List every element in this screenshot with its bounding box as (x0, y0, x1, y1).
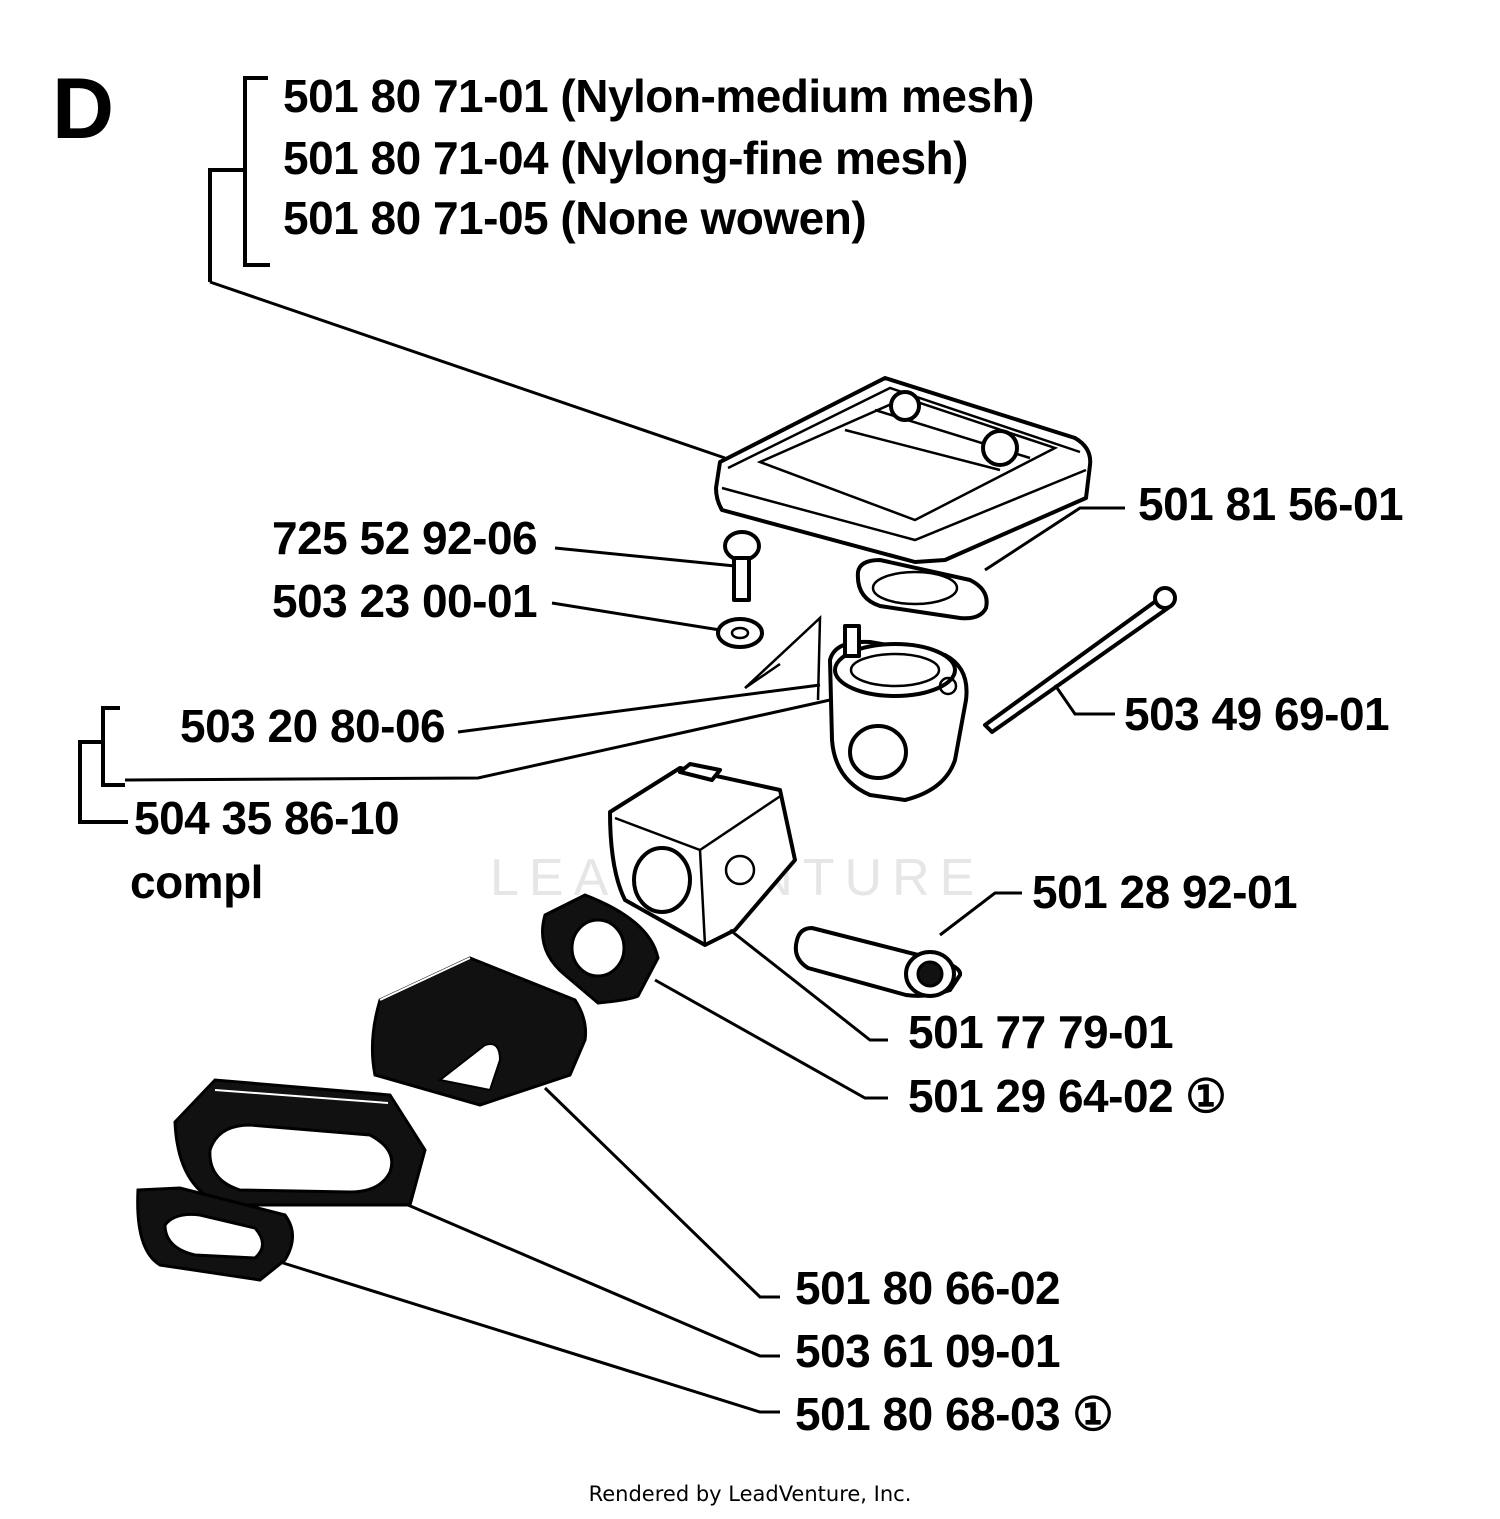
label-intake: 503 61 09-01 (795, 1325, 1060, 1377)
air-filter-part (714, 376, 1093, 564)
pin-part (983, 586, 1177, 734)
label-carburetor: 501 77 79-01 (908, 1006, 1173, 1058)
filter-group-stem (208, 168, 245, 282)
intake-leader-line (407, 1203, 780, 1358)
screw-leader-line (554, 546, 736, 568)
kit-bracket-stem (78, 740, 128, 824)
kit-leader-line (124, 698, 831, 782)
bottom-gasket-part (136, 1186, 294, 1282)
gasket-b-leader-line (279, 1260, 780, 1414)
label-filter-01: 501 80 71-01 (Nylon-medium mesh) (283, 70, 1034, 122)
spring-bracket-part (744, 615, 822, 701)
adapter-part (828, 624, 969, 802)
gasket-part (541, 893, 660, 1005)
footer-credit: Rendered by LeadVenture, Inc. (588, 1482, 912, 1506)
carburetor-part (608, 762, 797, 947)
label-cover: 501 81 56-01 (1138, 478, 1403, 530)
filter-group-bracket (243, 76, 270, 267)
cover-leader-line (984, 506, 1125, 572)
kit-bracket (101, 706, 125, 787)
label-gasket-a: 501 29 64-02 ① (908, 1070, 1226, 1122)
carburetor-leader-line (729, 928, 888, 1042)
screw-part (723, 530, 761, 602)
label-washer: 503 23 00-01 (272, 575, 537, 627)
pin-leader-line (1053, 684, 1115, 716)
label-filter-05: 501 80 71-05 (None wowen) (283, 192, 866, 244)
label-fuel-filter: 501 28 92-01 (1032, 866, 1297, 918)
spring-leader-line (457, 683, 821, 734)
label-gasket-b: 501 80 68-03 ① (795, 1388, 1113, 1440)
washer-leader-line (551, 601, 721, 632)
insulator-part (370, 956, 587, 1107)
label-kit-note: compl (130, 856, 263, 908)
section-letter: D (52, 61, 114, 157)
fuel-filter-part (793, 926, 963, 998)
insulator-leader-line (543, 1086, 780, 1299)
parts-diagram: LEADVENTURE D (52, 61, 1404, 1440)
label-kit: 504 35 86-10 (134, 792, 399, 844)
gasket-a-leader-line (654, 978, 888, 1100)
intake-flange-part (173, 1078, 427, 1207)
label-insulator: 501 80 66-02 (795, 1262, 1060, 1314)
label-filter-04: 501 80 71-04 (Nylong-fine mesh) (283, 132, 968, 184)
filter-gasket-part (855, 558, 989, 621)
label-spring: 503 20 80-06 (180, 700, 445, 752)
fuel-filter-leader-line (939, 891, 1022, 937)
label-pin: 503 49 69-01 (1124, 688, 1389, 740)
label-screw: 725 52 92-06 (272, 512, 537, 564)
washer-part (716, 617, 764, 649)
filter-leader-line (209, 280, 726, 460)
